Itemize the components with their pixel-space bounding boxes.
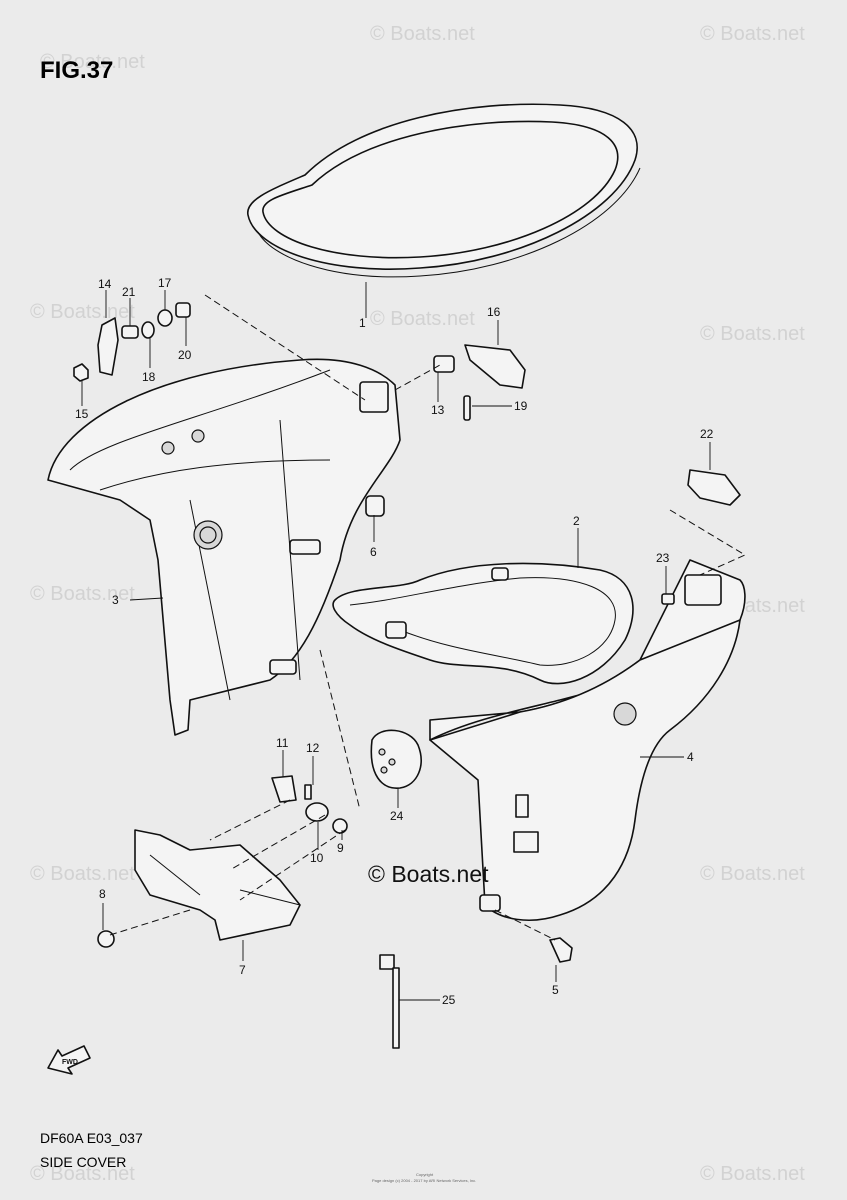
part-14-bracket	[97, 317, 119, 376]
callout-15: 15	[75, 407, 89, 421]
callout-2: 2	[573, 514, 580, 528]
watermark-text: © Boats.net	[700, 323, 805, 345]
callout-16: 16	[487, 305, 501, 319]
leader-lines	[81, 282, 711, 1001]
callout-19: 19	[514, 399, 528, 413]
callout-8: 8	[99, 887, 106, 901]
watermark-text: © Boats.net	[370, 23, 475, 45]
part-24-grommet	[370, 729, 422, 789]
watermark-text: © Boats.net	[30, 863, 135, 885]
callout-10: 10	[310, 851, 324, 865]
section-name: SIDE COVER	[40, 1154, 126, 1170]
part-5-bolt	[549, 937, 573, 963]
callout-22: 22	[700, 427, 714, 441]
callout-3: 3	[112, 593, 119, 607]
part-3-left-side-cover	[47, 358, 401, 736]
part-6-grommet	[365, 495, 385, 517]
part-10-grommet	[305, 802, 329, 822]
watermark-text: © Boats.net	[700, 1163, 805, 1185]
part-18-washer	[141, 321, 155, 339]
callout-4: 4	[687, 750, 694, 764]
watermark-text: © Boats.net	[370, 308, 475, 330]
model-code: DF60A E03_037	[40, 1130, 143, 1146]
callout-7: 7	[239, 963, 246, 977]
part-16-bracket	[464, 344, 526, 389]
part-20-grommet	[175, 302, 191, 318]
part-1-seal	[247, 103, 641, 278]
part-13-fitting	[433, 355, 455, 373]
part-4-right-side-cover	[429, 559, 746, 921]
callout-24: 24	[390, 809, 404, 823]
part-15-nut	[73, 363, 89, 382]
callout-25: 25	[442, 993, 456, 1007]
callout-5: 5	[552, 983, 559, 997]
part-23-bolt	[661, 593, 675, 605]
callout-11: 11	[276, 736, 289, 750]
part-8-bolt	[97, 930, 115, 948]
part-22-clamp	[687, 469, 741, 506]
small-hardware	[73, 302, 741, 1049]
callout-1: 1	[359, 316, 366, 330]
callout-13: 13	[431, 403, 445, 417]
watermark-text: © Boats.net	[30, 301, 135, 323]
callout-9: 9	[337, 841, 344, 855]
watermark-text: © Boats.net	[40, 51, 145, 73]
assembly-lines	[109, 294, 747, 941]
watermark-center-text: © Boats.net	[368, 861, 489, 887]
part-19-pin	[463, 395, 471, 421]
part-17-ring	[157, 309, 173, 327]
figure-label: FIG.37	[40, 57, 113, 84]
watermark-text: © Boats.net	[700, 863, 805, 885]
part-7-lower-cover	[134, 829, 301, 941]
part-9-washer	[332, 818, 348, 834]
callout-23: 23	[656, 551, 670, 565]
part-25-cable-tie	[379, 954, 395, 970]
part-25-cable-tie	[392, 967, 400, 1049]
part-12-screw	[304, 784, 312, 800]
callout-6: 6	[370, 545, 377, 559]
callout-21: 21	[122, 285, 136, 299]
watermark-text: © Boats.net	[30, 583, 135, 605]
callout-labels: 1 2 3 4 5 6 7 8 9 10 11 12 13 14 15 16 1…	[75, 276, 714, 1007]
callout-18: 18	[142, 370, 156, 384]
callout-12: 12	[306, 741, 320, 755]
part-2-seal	[332, 562, 634, 685]
part-11-bracket	[271, 775, 297, 803]
copyright-heading: Copyright	[416, 1172, 434, 1177]
fwd-label: FWD	[62, 1059, 78, 1066]
fwd-arrow-icon: FWD	[47, 1045, 91, 1075]
watermark-text: © Boats.net	[30, 1163, 135, 1185]
copyright-notice: Page design (c) 2004 - 2017 by ARI Netwo…	[372, 1178, 476, 1183]
callout-20: 20	[178, 348, 192, 362]
callout-17: 17	[158, 276, 172, 290]
part-21-pin	[121, 325, 139, 339]
watermark-text: © Boats.net	[700, 23, 805, 45]
callout-14: 14	[98, 277, 112, 291]
